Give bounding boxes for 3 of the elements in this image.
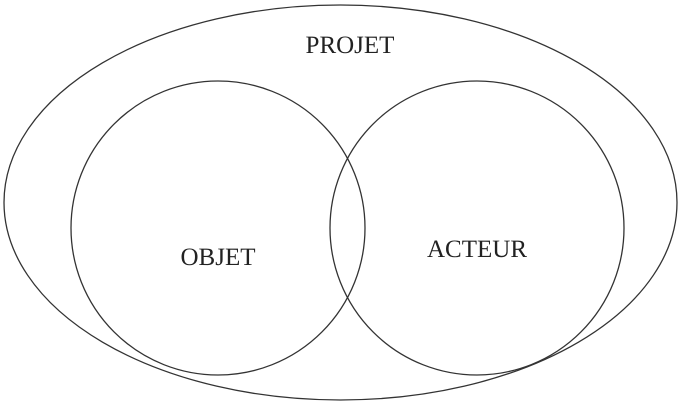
set-label: PROJET bbox=[306, 32, 394, 60]
set-label: ACTEUR bbox=[427, 236, 527, 264]
set-label: OBJET bbox=[180, 244, 256, 272]
